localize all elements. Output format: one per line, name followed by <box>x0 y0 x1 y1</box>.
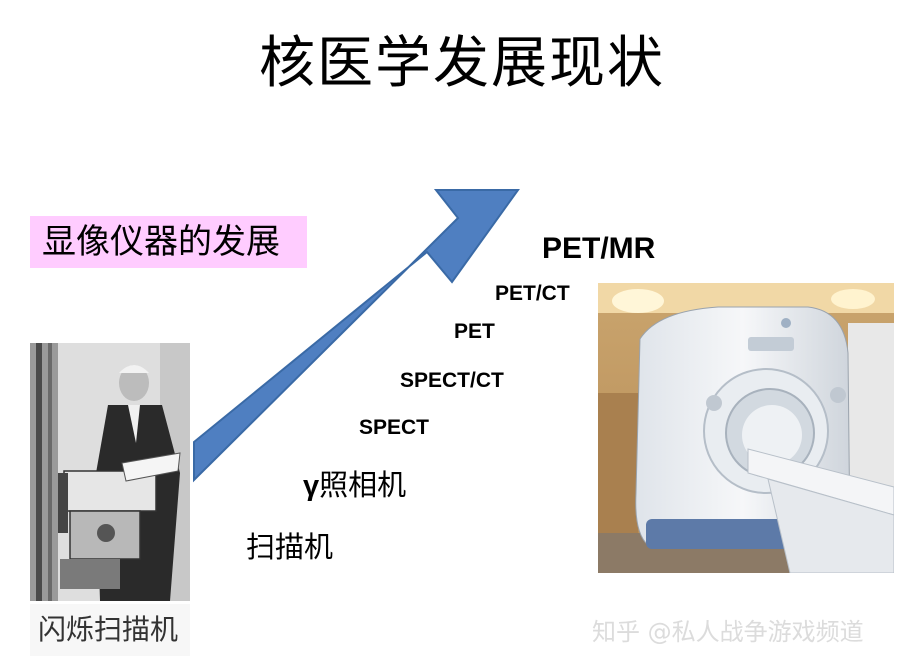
section-label-text: 显像仪器的发展 <box>42 222 280 262</box>
page-title: 核医学发展现状 <box>259 31 665 96</box>
photo-caption: 闪烁扫描机 <box>30 604 190 656</box>
stage-pet-mr: PET/MR <box>542 232 656 265</box>
section-label: 显像仪器的发展 <box>30 216 307 268</box>
photo-caption-text: 闪烁扫描机 <box>38 613 179 646</box>
watermark: 知乎 @私人战争游戏频道 <box>592 618 864 646</box>
stage-spect-ct: SPECT/CT <box>400 369 504 392</box>
gamma-symbol: γ <box>303 470 320 502</box>
pet-ct-scanner-photo <box>598 283 894 573</box>
scintillation-scanner-photo <box>30 343 190 601</box>
rising-arrow-icon <box>193 189 520 483</box>
stage-gamma-camera: γ照相机 <box>303 462 406 504</box>
stage-scanner: 扫描机 <box>246 530 334 564</box>
stage-pet-ct: PET/CT <box>495 282 570 305</box>
stage-pet: PET <box>454 320 495 343</box>
stage-spect: SPECT <box>359 416 430 439</box>
gamma-camera-text: 照相机 <box>319 468 407 502</box>
